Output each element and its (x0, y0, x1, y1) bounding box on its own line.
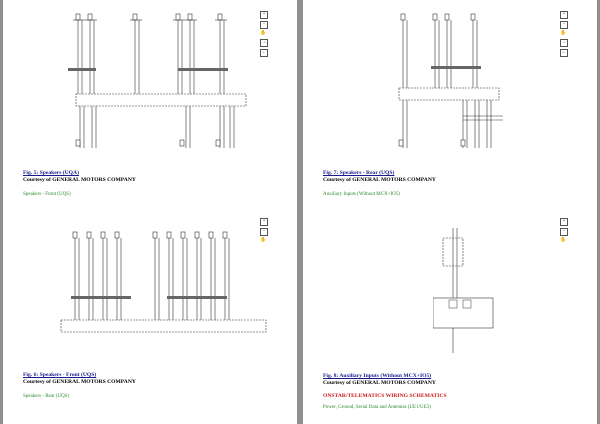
next-page-icon[interactable]: → (260, 39, 268, 47)
speaker-symbol (100, 231, 106, 239)
jack-symbol (462, 299, 472, 309)
hand-icon[interactable]: ✋ (560, 238, 567, 244)
zoom-out-icon[interactable]: − (260, 228, 268, 236)
jack-symbol (448, 299, 458, 309)
zoom-in-icon[interactable]: + (560, 11, 568, 19)
wire-bundle (68, 68, 96, 71)
courtesy-text: Courtesy of GENERAL MOTORS COMPANY (23, 177, 136, 183)
connector-box (60, 319, 267, 333)
courtesy-text: Courtesy of GENERAL MOTORS COMPANY (23, 379, 136, 385)
speaker-symbol (179, 139, 185, 147)
tool-icons: + − ✋ → ← (560, 11, 568, 57)
speaker-symbol (180, 231, 186, 239)
speaker-symbol (87, 13, 93, 21)
page-right: + − ✋ → ← Fig. 7: Speakers - Rear (UQS) … (303, 0, 597, 424)
section-subtitle: Speakers - Rear (UQS) (23, 394, 70, 399)
tool-icons-2: + − ✋ (260, 218, 268, 244)
prev-page-icon[interactable]: ← (260, 49, 268, 57)
speaker-symbol (194, 231, 200, 239)
courtesy-text: Courtesy of GENERAL MOTORS COMPANY (323, 177, 436, 183)
speaker-symbol (132, 13, 138, 21)
prev-page-icon[interactable]: ← (560, 49, 568, 57)
section-heading: ONSTAR/TELEMATICS WIRING SCHEMATICS (323, 393, 447, 399)
speaker-symbol (187, 13, 193, 21)
wire-bundle (178, 68, 228, 71)
zoom-in-icon[interactable]: + (560, 218, 568, 226)
tool-icons-2: + − ✋ (560, 218, 568, 244)
connector-box (398, 87, 500, 101)
speaker-symbol (217, 13, 223, 21)
schematic-fig8 (433, 228, 494, 353)
wire-bundle (431, 66, 481, 69)
section-subtitle: Speakers - Front (UQS) (23, 192, 71, 197)
speaker-symbol (222, 231, 228, 239)
speaker-symbol (215, 139, 221, 147)
speaker-symbol (75, 13, 81, 21)
schematic-fig5 (68, 13, 247, 148)
wire-bundle (71, 296, 131, 299)
speaker-symbol (166, 231, 172, 239)
speaker-symbol (432, 13, 438, 21)
zoom-out-icon[interactable]: − (260, 21, 268, 29)
module-box (433, 297, 494, 329)
speaker-symbol (72, 231, 78, 239)
speaker-symbol (114, 231, 120, 239)
section-subtitle: Auxiliary Inputs (Without MCX+IO5) (323, 192, 400, 197)
speaker-symbol (208, 231, 214, 239)
tool-icons: + − ✋ → ← (260, 11, 268, 57)
next-page-icon[interactable]: → (560, 39, 568, 47)
speaker-symbol (444, 13, 450, 21)
speaker-symbol (470, 13, 476, 21)
speaker-symbol (86, 231, 92, 239)
hand-icon[interactable]: ✋ (260, 238, 267, 244)
speaker-symbol (460, 139, 466, 147)
hand-icon[interactable]: ✋ (260, 31, 267, 37)
figure-title[interactable]: Fig. 7: Speakers - Rear (UQS) (323, 170, 395, 176)
speaker-symbol (398, 139, 404, 147)
schematic-fig6 (60, 231, 267, 333)
courtesy-text: Courtesy of GENERAL MOTORS COMPANY (323, 380, 436, 386)
page-left: + − ✋ → ← Fig. 5: Speakers (UQA) Courtes… (3, 0, 297, 424)
figure-title[interactable]: Fig. 8: Auxiliary Inputs (Without MCX+IO… (323, 373, 432, 379)
zoom-out-icon[interactable]: − (560, 21, 568, 29)
speaker-symbol (152, 231, 158, 239)
speaker-symbol (175, 13, 181, 21)
figure-title[interactable]: Fig. 6: Speakers - Front (UQS) (23, 372, 97, 378)
hand-icon[interactable]: ✋ (560, 31, 567, 37)
section-subtitle: Power, Ground, Serial Data and Antennas … (323, 405, 431, 410)
connector-box (75, 93, 247, 107)
wire-bundle (167, 296, 227, 299)
zoom-in-icon[interactable]: + (260, 11, 268, 19)
speaker-symbol (400, 13, 406, 21)
schematic-fig7 (398, 13, 503, 148)
zoom-in-icon[interactable]: + (260, 218, 268, 226)
figure-title[interactable]: Fig. 5: Speakers (UQA) (23, 170, 79, 176)
speaker-symbol (75, 139, 81, 147)
zoom-out-icon[interactable]: − (560, 228, 568, 236)
